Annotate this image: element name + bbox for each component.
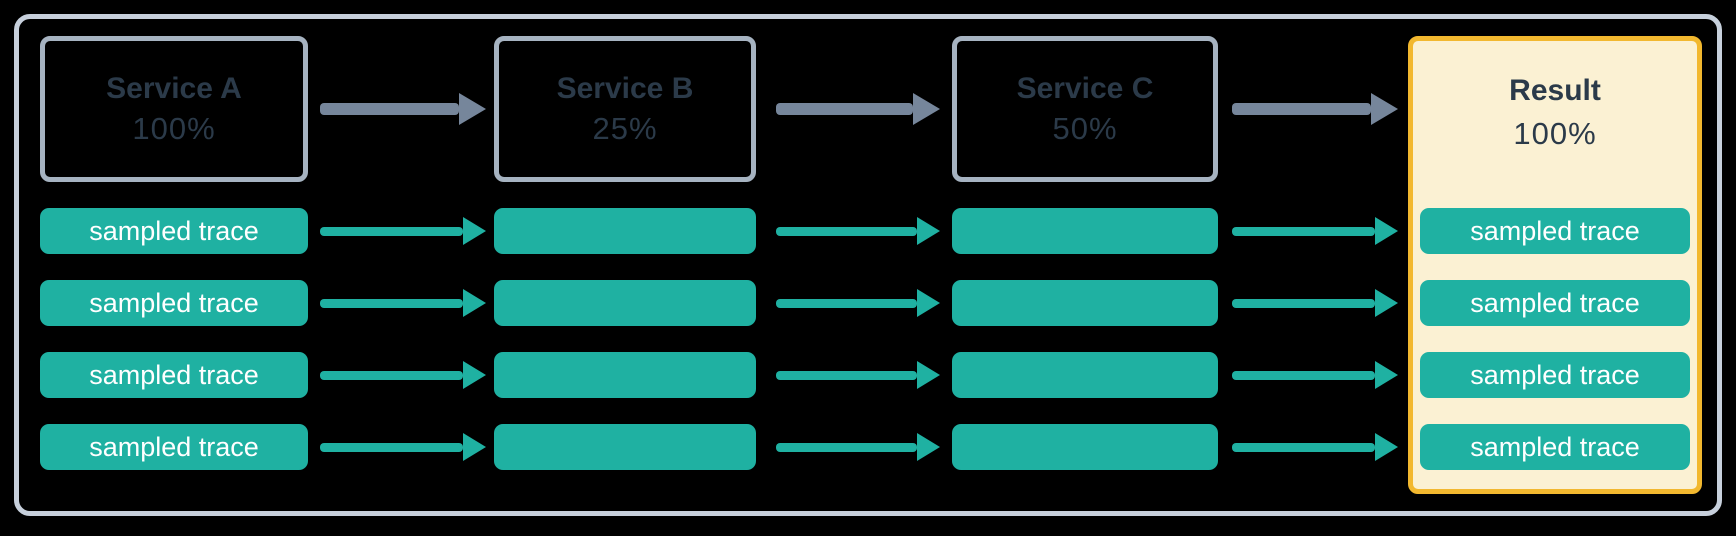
result-box: Result 100% xyxy=(1408,36,1702,494)
service-b-title: Service B xyxy=(556,72,694,105)
trace-flow-arrow-icon xyxy=(776,217,940,245)
trace-pill-service-a: sampled trace xyxy=(40,352,308,398)
service-b-sample-rate: 25% xyxy=(592,111,658,146)
arrow-shaft xyxy=(1232,226,1375,236)
arrow-head xyxy=(459,93,486,125)
arrow-head xyxy=(917,217,940,245)
trace-pill-service-b xyxy=(494,280,756,326)
service-c-box: Service C 50% xyxy=(952,36,1218,182)
arrow-shaft xyxy=(320,370,463,380)
arrow-shaft xyxy=(776,226,917,236)
arrow-shaft xyxy=(776,442,917,452)
trace-flow-arrow-icon xyxy=(1232,289,1398,317)
arrow-shaft xyxy=(776,370,917,380)
arrow-head xyxy=(463,289,486,317)
trace-pill-service-a: sampled trace xyxy=(40,280,308,326)
service-a-title: Service A xyxy=(106,72,242,105)
trace-pill-result: sampled trace xyxy=(1420,424,1690,470)
arrow-head xyxy=(917,289,940,317)
service-a-box: Service A 100% xyxy=(40,36,308,182)
arrow-service-b-to-c-icon xyxy=(776,92,940,126)
trace-pill-result: sampled trace xyxy=(1420,352,1690,398)
arrow-head xyxy=(1375,433,1398,461)
arrow-head xyxy=(463,217,486,245)
trace-flow-arrow-icon xyxy=(776,361,940,389)
diagram-outer-frame xyxy=(14,14,1722,516)
trace-pill-service-c xyxy=(952,352,1218,398)
trace-flow-arrow-icon xyxy=(1232,217,1398,245)
arrow-shaft xyxy=(1232,298,1375,308)
arrow-shaft xyxy=(776,103,913,115)
trace-flow-arrow-icon xyxy=(1232,433,1398,461)
arrow-head xyxy=(1375,289,1398,317)
service-a-sample-rate: 100% xyxy=(132,111,216,146)
arrow-head xyxy=(1375,361,1398,389)
arrow-head xyxy=(917,361,940,389)
trace-pill-service-b xyxy=(494,352,756,398)
arrow-shaft xyxy=(776,298,917,308)
trace-flow-arrow-icon xyxy=(320,433,486,461)
arrow-head xyxy=(917,433,940,461)
service-c-title: Service C xyxy=(1016,72,1154,105)
trace-pill-service-b xyxy=(494,424,756,470)
arrow-shaft xyxy=(1232,442,1375,452)
trace-flow-arrow-icon xyxy=(776,289,940,317)
trace-flow-arrow-icon xyxy=(320,217,486,245)
trace-pill-result: sampled trace xyxy=(1420,208,1690,254)
trace-pill-service-c xyxy=(952,424,1218,470)
arrow-shaft xyxy=(320,103,459,115)
trace-pill-service-a: sampled trace xyxy=(40,424,308,470)
arrow-head xyxy=(913,93,940,125)
trace-flow-arrow-icon xyxy=(320,361,486,389)
trace-pill-service-b xyxy=(494,208,756,254)
arrow-shaft xyxy=(320,226,463,236)
trace-flow-arrow-icon xyxy=(320,289,486,317)
arrow-shaft xyxy=(1232,103,1371,115)
result-title: Result xyxy=(1509,74,1601,107)
result-sample-rate: 100% xyxy=(1513,116,1597,151)
arrow-shaft xyxy=(1232,370,1375,380)
trace-pill-service-c xyxy=(952,208,1218,254)
trace-flow-arrow-icon xyxy=(1232,361,1398,389)
trace-flow-arrow-icon xyxy=(776,433,940,461)
arrow-shaft xyxy=(320,442,463,452)
trace-pill-result: sampled trace xyxy=(1420,280,1690,326)
arrow-service-c-to-result-icon xyxy=(1232,92,1398,126)
arrow-shaft xyxy=(320,298,463,308)
arrow-head xyxy=(1375,217,1398,245)
trace-pill-service-c xyxy=(952,280,1218,326)
arrow-service-a-to-b-icon xyxy=(320,92,486,126)
service-b-box: Service B 25% xyxy=(494,36,756,182)
trace-pill-service-a: sampled trace xyxy=(40,208,308,254)
arrow-head xyxy=(463,433,486,461)
arrow-head xyxy=(1371,93,1398,125)
service-c-sample-rate: 50% xyxy=(1052,111,1118,146)
arrow-head xyxy=(463,361,486,389)
